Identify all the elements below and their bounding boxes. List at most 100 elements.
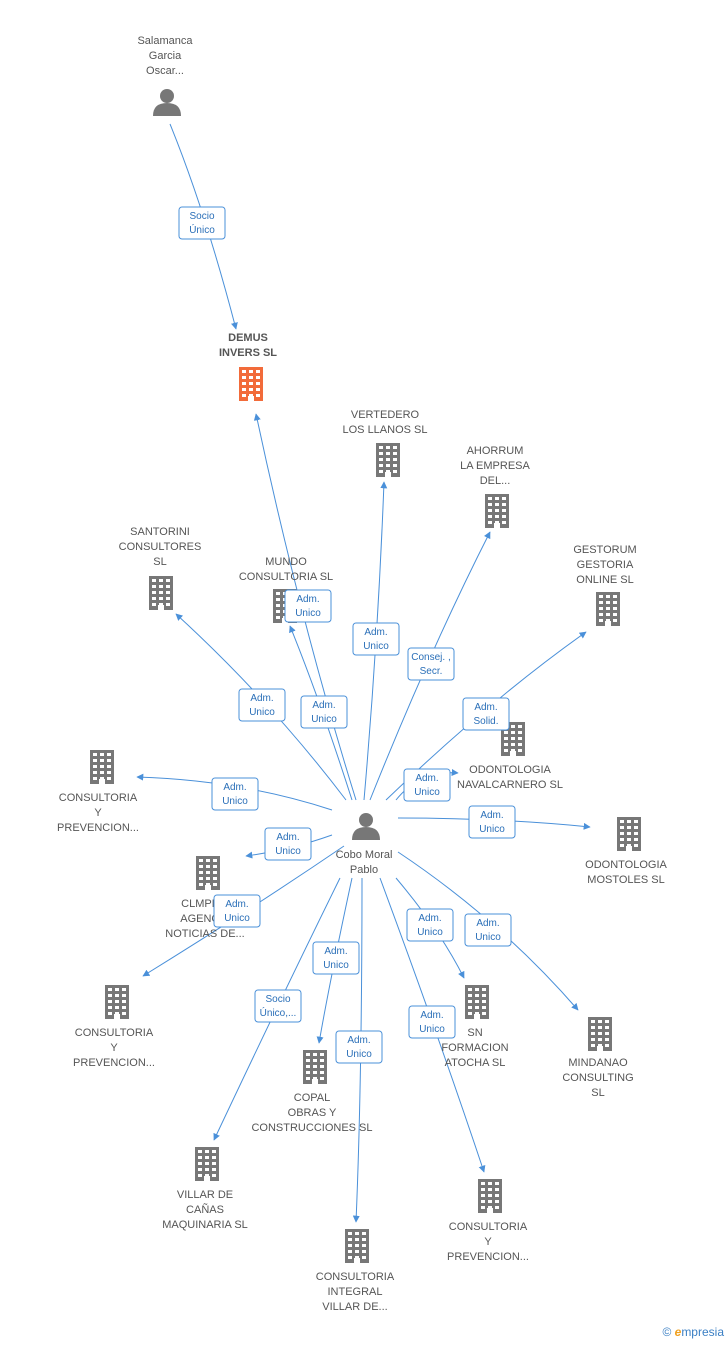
edge-label-gestorum[interactable]: Adm.Solid. (462, 697, 510, 731)
node-salamanca[interactable]: SalamancaGarciaOscar... (137, 35, 193, 116)
edge-label-text: Consej. , (411, 652, 450, 663)
node-label: NAVALCARNERO SL (457, 779, 563, 791)
edge-label-text: Unico (222, 796, 248, 807)
edge-label-text: Unico (275, 846, 301, 857)
edge-label-box (468, 805, 516, 839)
edge-label-box (408, 1005, 456, 1039)
edge-label-consult2[interactable]: Adm. Unico (213, 894, 261, 928)
node-label: CONSULTORIA (449, 1221, 528, 1233)
node-label: Pablo (350, 864, 378, 876)
edge-label-demus[interactable]: Adm.Unico (300, 695, 348, 729)
edge-label-box (407, 647, 455, 681)
edge-label-box (178, 206, 226, 240)
edge-label-odonto_naval[interactable]: Adm.Unico (403, 768, 451, 802)
edge-label-text: Adm. (420, 1010, 443, 1021)
edge-label-copal[interactable]: Adm. Unico (312, 941, 360, 975)
copyright-symbol: © (662, 1325, 672, 1339)
edge-label-text: Unico (346, 1049, 372, 1060)
edge-label-text: Solid. (473, 716, 498, 727)
node-consult1[interactable]: CONSULTORIA Y PREVENCION... (57, 750, 139, 834)
edge-label-sn[interactable]: Adm. Unico (406, 908, 454, 942)
node-label: Y (94, 807, 102, 819)
node-label: PREVENCION... (73, 1057, 155, 1069)
edge-label-mundo[interactable]: Adm.Unico (284, 589, 332, 623)
brand-name: mpresia (681, 1325, 724, 1339)
edge-label-box (312, 941, 360, 975)
edge-label-text: Adm. (476, 918, 499, 929)
building-icon (149, 576, 173, 610)
edge-label-text: Unico (419, 1024, 445, 1035)
edge-label-consult_integral[interactable]: Adm. Unico (335, 1030, 383, 1064)
brand-logo-e: e (674, 1325, 682, 1339)
edge-label-text: Adm. (347, 1035, 370, 1046)
edge-label-mindanao[interactable]: Adm. Unico (464, 913, 512, 947)
node-label: COPAL (294, 1092, 330, 1104)
edge-label-ahorrum[interactable]: Consej. ,Secr. (407, 647, 455, 681)
node-label: SANTORINI (130, 526, 190, 538)
edge-label-text: Unico (323, 960, 349, 971)
edge-label-text: Adm. (312, 700, 335, 711)
node-label: Y (110, 1042, 118, 1054)
edge-label-clmpr[interactable]: Adm. Unico (264, 827, 312, 861)
building-icon (303, 1050, 327, 1084)
node-label: CONSULTORIA (316, 1271, 395, 1283)
building-icon (485, 494, 509, 528)
node-label: MOSTOLES SL (587, 874, 664, 886)
edge-label-text: Unico (417, 927, 443, 938)
building-icon (478, 1179, 502, 1213)
edge-label-text: Unico (479, 824, 505, 835)
edge-label-text: Único (189, 223, 215, 236)
node-label: DEL... (480, 475, 511, 487)
edge-label-text: Adm. (415, 773, 438, 784)
edge-label-box (464, 913, 512, 947)
edge-label-villar[interactable]: SocioÚnico,... (254, 989, 302, 1023)
edge-label-text: Único,... (260, 1006, 297, 1019)
edge-label-consult3[interactable]: Adm. Unico (408, 1005, 456, 1039)
node-consult3[interactable]: CONSULTORIA Y PREVENCION... (447, 1179, 529, 1263)
node-label: ODONTOLOGIA (469, 764, 551, 776)
node-label: PREVENCION... (447, 1251, 529, 1263)
node-label: CONSULTORIA (59, 792, 138, 804)
node-label: Y (484, 1236, 492, 1248)
edge-label-text: Adm. (324, 946, 347, 957)
node-label: CONSULTING (562, 1072, 633, 1084)
node-label: Oscar... (146, 65, 184, 77)
brand-watermark: © empresia (662, 1325, 724, 1339)
edge-label-odonto_most[interactable]: Adm.Unico (468, 805, 516, 839)
node-odonto_naval[interactable]: ODONTOLOGIA NAVALCARNERO SL (457, 722, 563, 791)
edge-label-box (254, 989, 302, 1023)
edge-label-text: Adm. (364, 627, 387, 638)
node-label: LA EMPRESA (460, 460, 530, 472)
edge-label-text: Unico (475, 932, 501, 943)
edge-label-consult1[interactable]: Adm.Unico (211, 777, 259, 811)
edge-label-vertedero[interactable]: Adm.Unico (352, 622, 400, 656)
node-consult2[interactable]: CONSULTORIAYPREVENCION... (73, 985, 155, 1069)
node-label: SL (591, 1087, 604, 1099)
edge-label-text: Adm. (418, 913, 441, 924)
edge-label-text: Adm. (225, 899, 248, 910)
edge-label-box (462, 697, 510, 731)
edge-label-box (403, 768, 451, 802)
edge-label-text: Adm. (276, 832, 299, 843)
node-label: GESTORUM (573, 544, 636, 556)
node-label: PREVENCION... (57, 822, 139, 834)
edge-label-text: Unico (224, 913, 250, 924)
building-icon (617, 817, 641, 851)
edge-label-santorini[interactable]: Adm.Unico (238, 688, 286, 722)
node-label: MUNDO (265, 556, 307, 568)
node-label: CAÑAS (186, 1203, 224, 1216)
